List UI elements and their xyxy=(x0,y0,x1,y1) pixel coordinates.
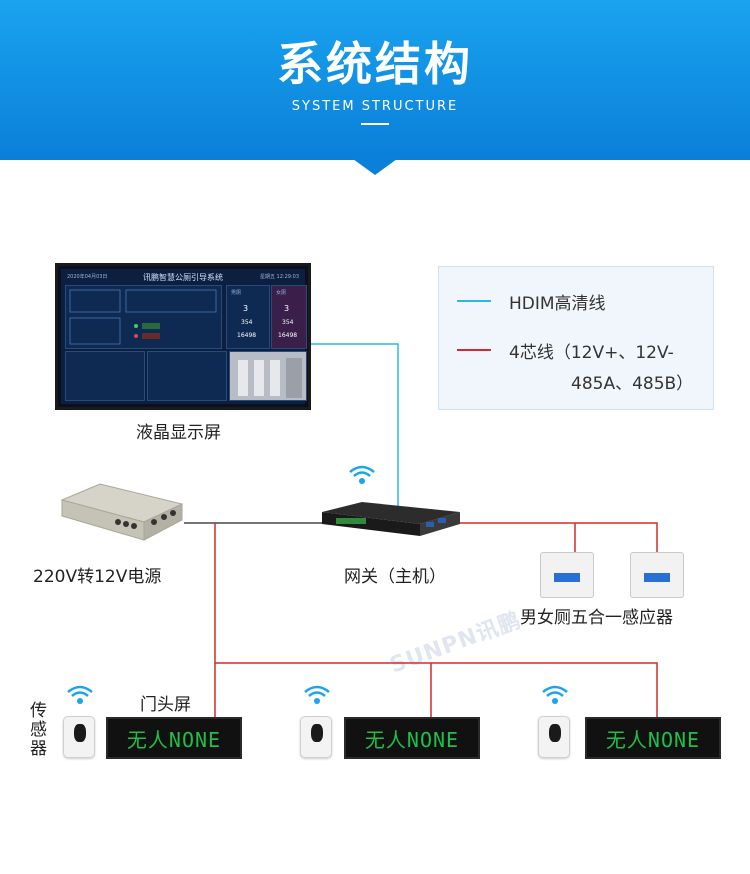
gateway-device xyxy=(322,502,460,536)
lcd-screen: 2020年04月03日 讯鹏智慧公厕引导系统 星期五 12:29:03 男厕 3… xyxy=(55,263,311,410)
door-led-display-3: 无人NONE xyxy=(585,717,721,759)
header-banner xyxy=(0,0,750,160)
female-count: 3 xyxy=(284,304,290,313)
led-text: 无人NONE xyxy=(605,727,701,752)
female-sum: 16498 xyxy=(278,332,298,339)
title-divider xyxy=(361,123,389,125)
door-led-display-2: 无人NONE xyxy=(344,717,480,759)
power-caption: 220V转12V电源 xyxy=(33,567,162,587)
lcd-dashboard: 2020年04月03日 讯鹏智慧公厕引导系统 星期五 12:29:03 男厕 3… xyxy=(61,269,307,404)
sensor-wifi-icon xyxy=(67,685,93,704)
floor-plan-map xyxy=(69,289,217,345)
sensor-lens xyxy=(311,724,323,742)
header-notch xyxy=(353,159,397,175)
occupancy-sensor-1 xyxy=(63,716,95,758)
sensor-lens xyxy=(74,724,86,742)
hdmi-legend-swatch xyxy=(457,300,491,302)
sensor-wifi-icon xyxy=(542,685,568,704)
gateway-wifi-icon xyxy=(349,465,375,484)
five-in-one-sensor-1 xyxy=(540,552,594,598)
bus-wire xyxy=(214,523,658,718)
power-supply xyxy=(60,483,184,541)
hdmi-wire xyxy=(311,343,399,508)
female-total: 354 xyxy=(282,319,294,326)
sensor-display xyxy=(554,573,580,582)
restroom-photo xyxy=(230,352,306,400)
female-stats-panel: 女厕 3 354 16498 xyxy=(271,285,307,349)
male-label: 男厕 xyxy=(231,290,242,296)
male-env-panel xyxy=(65,351,145,401)
five-in-one-sensor-2 xyxy=(630,552,684,598)
page-subtitle: SYSTEM STRUCTURE xyxy=(291,99,459,114)
sensor-wifi-icon xyxy=(304,685,330,704)
lcd-time: 星期五 12:29:03 xyxy=(259,274,299,280)
sensor-display xyxy=(644,573,670,582)
male-sum: 16498 xyxy=(237,332,257,339)
page-title: 系统结构 xyxy=(277,37,473,91)
led-text: 无人NONE xyxy=(364,727,460,752)
sensor-lens xyxy=(549,724,561,742)
lcd-date: 2020年04月03日 xyxy=(67,274,108,280)
occupancy-sensor-2 xyxy=(300,716,332,758)
four-core-legend-swatch xyxy=(457,349,491,351)
female-label: 女厕 xyxy=(276,290,287,296)
door-led-display-1: 无人NONE xyxy=(106,717,242,759)
male-count: 3 xyxy=(243,304,249,313)
legend-box: HDIM高清线 4芯线（12V+、12V- 485A、485B） xyxy=(438,266,714,410)
lcd-title: 讯鹏智慧公厕引导系统 xyxy=(143,273,223,282)
door-screen-caption: 门头屏 xyxy=(140,695,191,715)
occupancy-sensor-caption: 传感器 xyxy=(30,701,47,759)
sensor5-wire xyxy=(450,522,658,555)
male-total: 354 xyxy=(241,319,253,326)
hdmi-legend-label: HDIM高清线 xyxy=(509,294,606,314)
photo-panel xyxy=(229,351,307,401)
floor-plan-panel xyxy=(65,285,222,349)
four-core-legend-label-1: 4芯线（12V+、12V- xyxy=(509,343,674,363)
sensor5-caption: 男女厕五合一感应器 xyxy=(520,608,673,628)
female-env-panel xyxy=(147,351,227,401)
four-core-legend-label-2: 485A、485B） xyxy=(571,374,694,394)
led-text: 无人NONE xyxy=(126,727,222,752)
male-stats-panel: 男厕 3 354 16498 xyxy=(226,285,270,349)
lcd-caption: 液晶显示屏 xyxy=(136,423,221,443)
gateway-caption: 网关（主机） xyxy=(344,567,446,587)
occupancy-sensor-3 xyxy=(538,716,570,758)
